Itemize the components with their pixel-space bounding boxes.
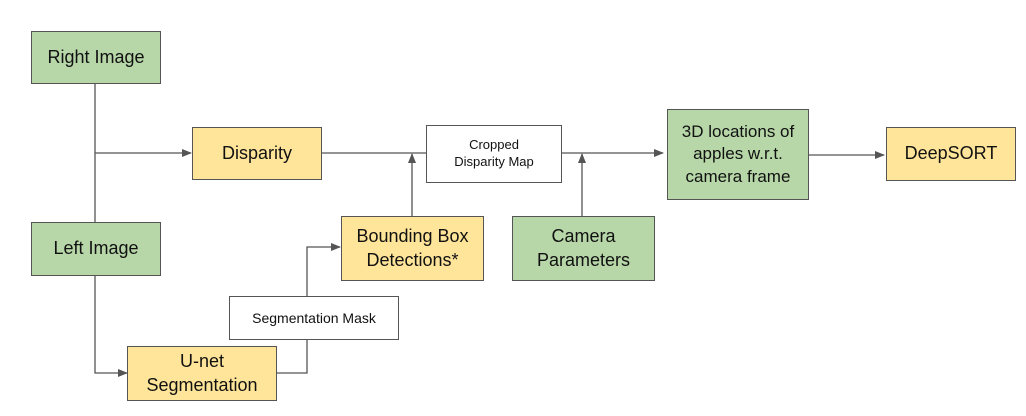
bounding-box-label-line1: Bounding Box xyxy=(356,226,469,247)
left-image-node: Left Image xyxy=(31,222,161,276)
cropped-disparity-map-node: Cropped Disparity Map xyxy=(426,125,562,183)
left-image-label: Left Image xyxy=(53,238,139,259)
unet-label-line1: U-net xyxy=(179,351,224,372)
right-image-node: Right Image xyxy=(31,31,161,84)
segmentation-mask-node: Segmentation Mask xyxy=(229,296,399,340)
deepsort-label: DeepSORT xyxy=(904,143,998,164)
unet-label-line2: Segmentation xyxy=(146,374,258,395)
deepsort-node: DeepSORT xyxy=(886,127,1016,181)
disparity-label: Disparity xyxy=(221,142,292,163)
camera-parameters-label-line1: Camera xyxy=(551,226,616,247)
3d-locations-label-line1: 3D locations of xyxy=(681,122,795,142)
unet-segmentation-node: U-net Segmentation xyxy=(127,346,277,401)
camera-parameters-node: Camera Parameters xyxy=(512,216,655,281)
3d-locations-label-line2: apples w.r.t. xyxy=(693,144,783,164)
3d-locations-node: 3D locations of apples w.r.t. camera fra… xyxy=(667,109,809,200)
3d-locations-label-line3: camera frame xyxy=(685,166,791,186)
left-to-unet-arrow xyxy=(94,276,128,377)
cropped-disparity-map-label-line1: Cropped xyxy=(469,137,519,153)
cropped-disparity-map-label-line2: Disparity Map xyxy=(454,154,534,169)
disparity-node: Disparity xyxy=(192,127,322,180)
bounding-box-label-line2: Detections* xyxy=(366,249,459,270)
segmentation-mask-label: Segmentation Mask xyxy=(252,309,376,326)
camera-parameters-label-line2: Parameters xyxy=(536,249,631,270)
bounding-box-detections-node: Bounding Box Detections* xyxy=(341,216,484,281)
right-image-label: Right Image xyxy=(47,46,145,67)
